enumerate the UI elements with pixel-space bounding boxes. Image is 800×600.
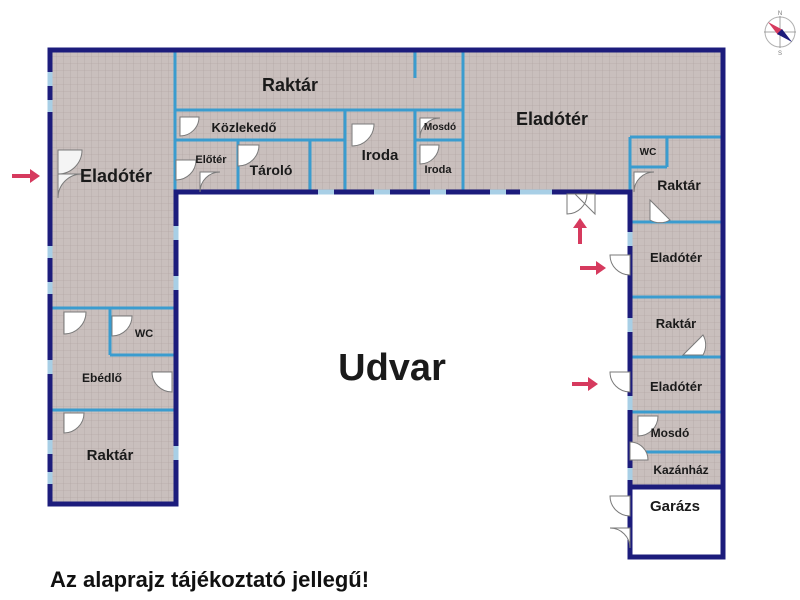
door-arc <box>57 173 83 199</box>
arrow-icon <box>572 377 598 391</box>
disclaimer-caption: Az alaprajz tájékoztató jellegű! <box>50 567 370 592</box>
room-label-kozlekedo: Közlekedő <box>211 120 276 135</box>
room-labels: Raktár Eladótér Közlekedő Mosdó Iroda Ir… <box>80 75 709 515</box>
room-label-wc-left: WC <box>135 328 153 340</box>
door-arc <box>609 371 631 393</box>
door-arc <box>351 123 375 147</box>
door-arc <box>111 315 133 337</box>
outer-walls <box>47 47 726 560</box>
door-arc <box>199 171 221 193</box>
door-arc <box>179 116 200 137</box>
door-arc <box>175 159 197 181</box>
room-label-eloter: Előtér <box>195 154 227 166</box>
room-label-eladoter-right-1: Eladótér <box>650 250 702 265</box>
arrow-icon <box>573 218 587 244</box>
room-label-iroda-right: Iroda <box>425 164 453 176</box>
door-arc <box>573 193 596 216</box>
room-label-mosdo-top: Mosdó <box>424 122 456 133</box>
room-label-wc-right: WC <box>640 147 657 158</box>
door-arc <box>566 193 588 215</box>
door-arc <box>419 117 441 139</box>
room-label-kazanhaz: Kazánház <box>653 463 708 477</box>
door-arc <box>609 527 631 549</box>
room-label-raktar-bottom: Raktár <box>87 447 134 464</box>
door-arc <box>237 144 260 167</box>
arrow-icon <box>580 261 606 275</box>
compass-south-letter: S <box>778 51 782 57</box>
door-arc <box>63 412 85 434</box>
entrance-arrows <box>12 169 606 391</box>
door-arc <box>629 441 649 461</box>
room-label-eladoter-right-2: Eladótér <box>650 379 702 394</box>
doors <box>57 116 707 549</box>
room-label-mosdo-right: Mosdó <box>651 426 690 440</box>
door-arc <box>649 198 671 224</box>
courtyard-label: Udvar <box>338 347 446 389</box>
room-label-raktar-top: Raktár <box>262 75 318 95</box>
room-label-ebedlo: Ebédlő <box>82 371 122 385</box>
room-label-eladoter-left: Eladótér <box>80 166 152 186</box>
room-label-raktar-right-1: Raktár <box>657 177 701 193</box>
windows <box>47 72 633 484</box>
compass-north-letter: N <box>778 11 782 17</box>
room-label-garazs: Garázs <box>650 498 700 515</box>
door-arc <box>609 495 631 517</box>
room-label-raktar-right-2: Raktár <box>656 316 696 331</box>
door-arc <box>151 371 173 393</box>
door-arc <box>681 334 707 356</box>
compass-icon: N S <box>764 11 796 57</box>
room-label-iroda-left: Iroda <box>362 147 399 164</box>
door-arc <box>609 254 631 276</box>
room-label-tarolo: Tároló <box>250 162 293 178</box>
door-arc <box>637 415 659 437</box>
door-arc <box>63 311 87 335</box>
door-arc <box>633 171 655 193</box>
room-label-eladoter-top: Eladótér <box>516 109 588 129</box>
arrow-icon <box>12 169 40 183</box>
floor-areas <box>50 50 723 558</box>
door-arc <box>419 144 440 165</box>
